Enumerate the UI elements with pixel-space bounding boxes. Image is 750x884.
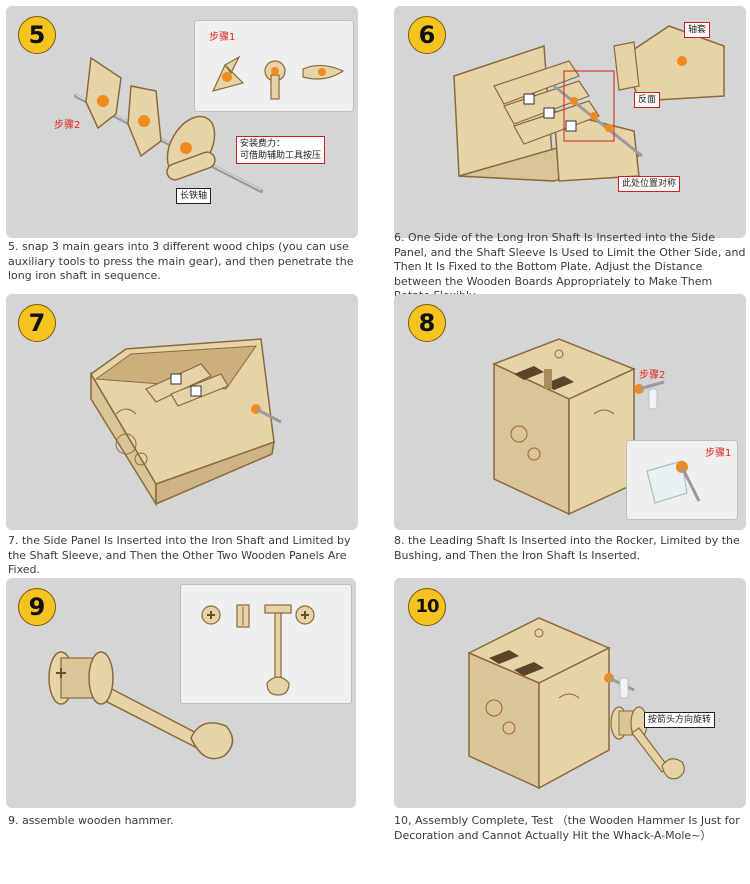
tip-line-2: 可借助辅助工具按压: [240, 151, 322, 161]
align-label: 此处位置对称: [618, 176, 681, 192]
step-10-illustration: [467, 617, 685, 790]
step-9-illustration: [48, 651, 234, 760]
step-number-badge: 9: [18, 588, 56, 626]
step-6-caption: 6. One Side of the Long Iron Shaft Is In…: [394, 231, 746, 302]
step-6-illustration: [453, 25, 725, 182]
rotate-label: 按箭头方向旋转: [644, 712, 716, 728]
label-step1: 步骤1: [705, 448, 732, 459]
rocker-inset: [626, 440, 738, 520]
step-10-caption: 10, Assembly Complete, Test （the Wooden …: [394, 814, 740, 842]
sleeve-label: 轴套: [684, 22, 711, 38]
label-step2: 步骤2: [639, 370, 666, 381]
step-7-illustration: [90, 338, 282, 507]
step-5-illustration: [74, 56, 263, 193]
step-7-caption: 7. the Side Panel Is Inserted into the I…: [8, 534, 351, 576]
step-7-panel: 7: [6, 294, 358, 530]
step-8-panel: 8 步骤2 步骤1: [394, 294, 746, 530]
tip-label: 安装费力： 可借助辅助工具按压: [236, 136, 326, 164]
step-number-badge: 6: [408, 16, 446, 54]
step-9-caption: 9. assemble wooden hammer.: [8, 814, 174, 827]
step-number-badge: 10: [408, 588, 446, 626]
step-6-panel: 6 轴套 反面 此处位置对称: [394, 6, 746, 238]
label-step1: 步骤1: [209, 32, 236, 43]
step-5-caption: 5. snap 3 main gears into 3 different wo…: [8, 240, 354, 282]
step-8-illustration: [492, 338, 665, 516]
step-5-panel: 5 步骤1 步骤2 安装费力： 可借助辅助工具按压 长铁轴: [6, 6, 358, 238]
tip-line-1: 安装费力：: [240, 139, 286, 149]
step-number-badge: 8: [408, 304, 446, 342]
step-number-badge: 7: [18, 304, 56, 342]
step-10-panel: 10 按箭头方向旋转: [394, 578, 746, 808]
back-label: 反面: [634, 92, 661, 108]
shaft-label: 长铁轴: [176, 188, 212, 204]
parts-inset: [180, 584, 352, 704]
step-number-badge: 5: [18, 16, 56, 54]
parts-inset: [194, 20, 354, 112]
step-8-caption: 8. the Leading Shaft Is Inserted into th…: [394, 534, 740, 562]
label-step2: 步骤2: [54, 120, 81, 131]
step-9-panel: 9: [6, 578, 356, 808]
